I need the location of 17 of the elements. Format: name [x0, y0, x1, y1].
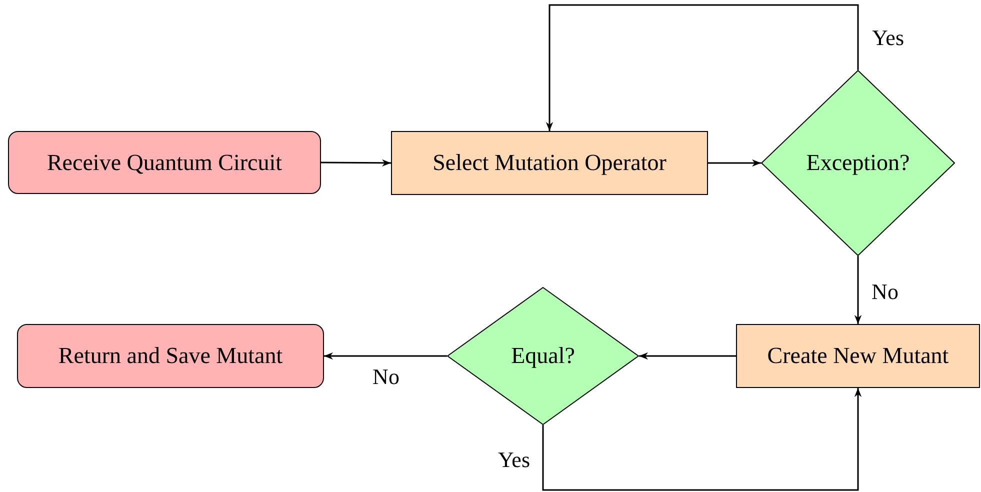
terminal-box	[17, 324, 324, 388]
arrow	[854, 256, 862, 324]
node-label: Create New Mutant	[767, 343, 949, 369]
terminal-box	[8, 131, 321, 194]
arrow	[708, 159, 761, 167]
arrow	[546, 4, 859, 131]
arrow	[321, 159, 391, 167]
node-label: Exception?	[806, 150, 910, 176]
arrow	[542, 388, 862, 491]
node-label: Return and Save Mutant	[58, 343, 283, 369]
process-box	[736, 324, 980, 388]
node-label: Receive Quantum Circuit	[46, 150, 282, 176]
arrow	[324, 352, 447, 360]
arrow	[639, 352, 736, 360]
node-label: Equal?	[511, 343, 575, 369]
process-box	[391, 131, 708, 195]
node-label: Select Mutation Operator	[432, 150, 666, 176]
